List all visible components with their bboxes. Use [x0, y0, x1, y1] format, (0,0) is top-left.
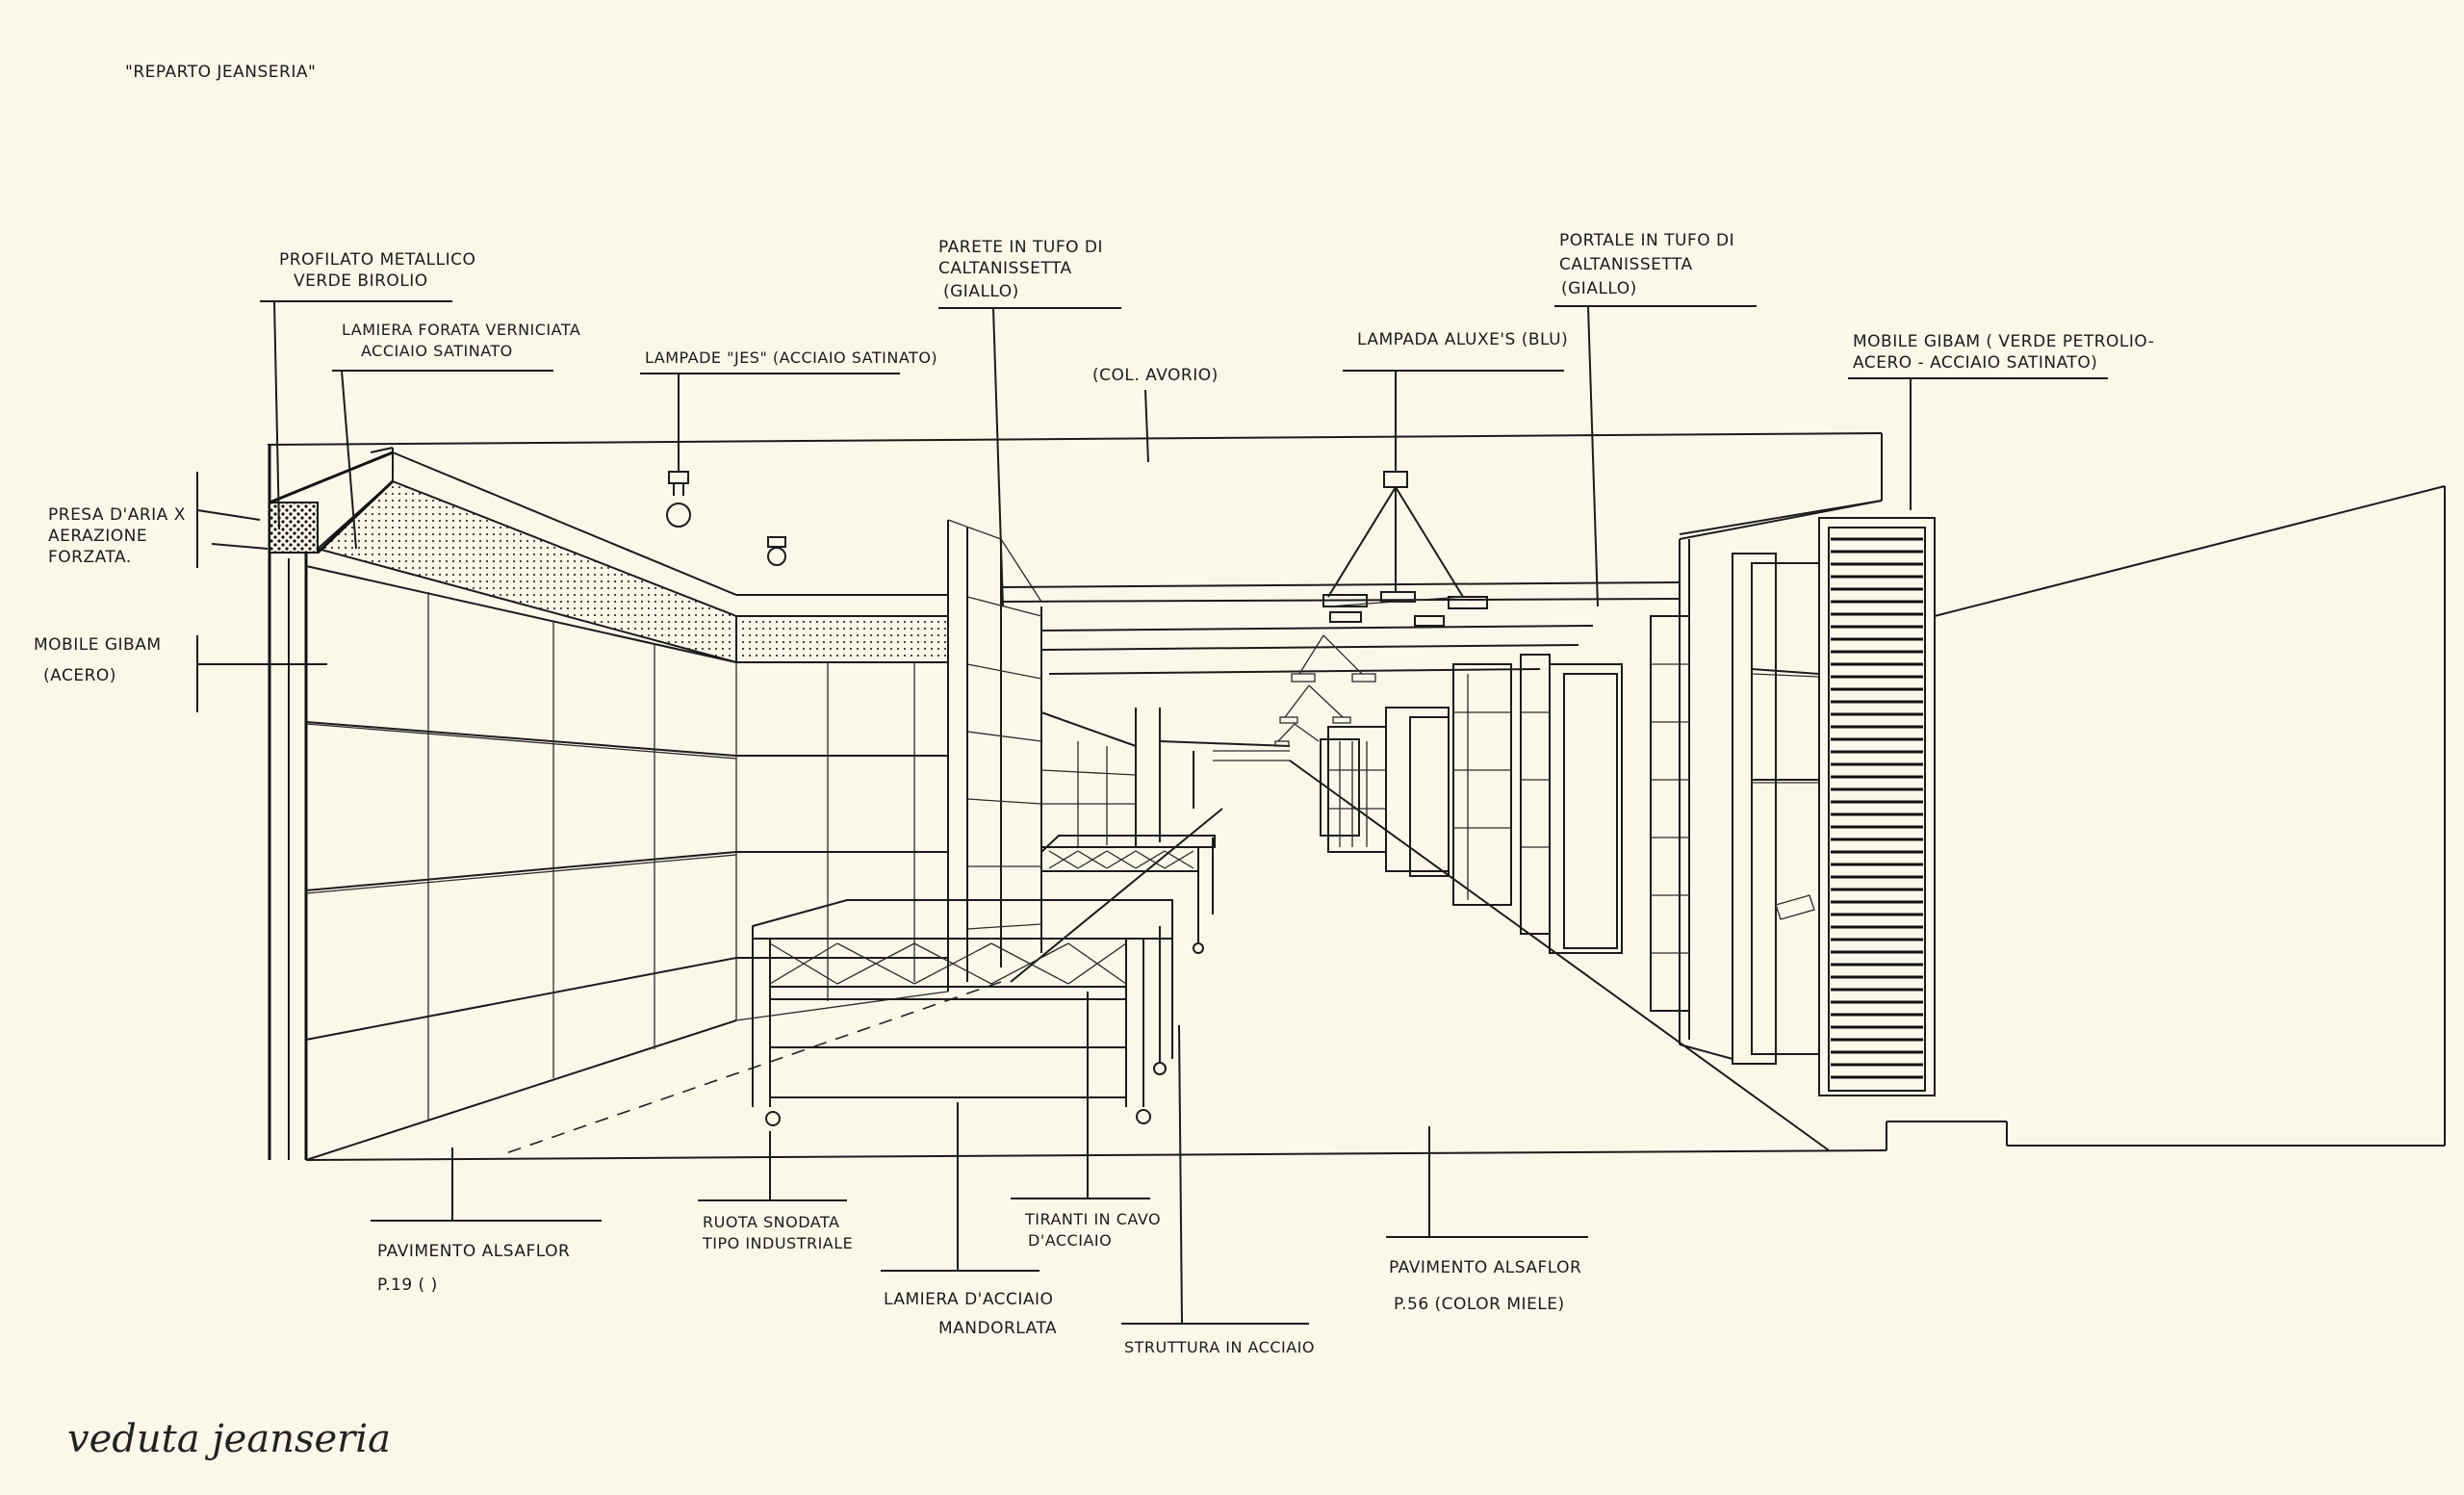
label-profilato-2: VERDE BIROLIO: [294, 271, 428, 291]
display-table-front: [752, 899, 1173, 1126]
label-presa-aria-1: PRESA D'ARIA X: [48, 505, 186, 525]
lamp-aluxes-icon: [1322, 371, 1488, 627]
label-lampada-aluxe: LAMPADA ALUXE'S (BLU): [1357, 330, 1568, 349]
label-pavimento-p19-2: P.19 ( ): [377, 1276, 438, 1295]
drawing-caption: veduta jeanseria: [67, 1417, 391, 1461]
label-mobile-gibam-acero-1: MOBILE GIBAM: [34, 635, 162, 655]
label-portale-tufo-3: (GIALLO): [1561, 279, 1637, 298]
label-pavimento-p56-1: PAVIMENTO ALSAFLOR: [1389, 1258, 1581, 1277]
display-table-back: [1040, 835, 1216, 954]
label-presa-aria-2: AERAZIONE: [48, 527, 147, 546]
label-col-avorio: (COL. AVORIO): [1092, 366, 1219, 385]
label-lamiera-forata-2: ACCIAIO SATINATO: [361, 342, 513, 360]
lamp-jes-small-icon: [767, 536, 786, 566]
label-parete-tufo-2: CALTANISSETTA: [938, 259, 1072, 278]
label-pavimento-p19-1: PAVIMENTO ALSAFLOR: [377, 1242, 570, 1261]
label-struttura: STRUTTURA IN ACCIAIO: [1124, 1338, 1315, 1356]
label-mobile-gibam-verde-2: ACERO - ACCIAIO SATINATO): [1853, 353, 2097, 373]
lamp-aluxes-far-icon: [1274, 634, 1376, 747]
label-tiranti-1: TIRANTI IN CAVO: [1024, 1210, 1161, 1228]
label-mobile-gibam-acero-2: (ACERO): [43, 666, 116, 685]
label-pavimento-p56-2: P.56 (COLOR MIELE): [1394, 1295, 1565, 1314]
label-parete-tufo-3: (GIALLO): [943, 282, 1019, 301]
label-mobile-gibam-verde-1: MOBILE GIBAM ( VERDE PETROLIO-: [1853, 332, 2154, 351]
room-structure: [267, 432, 2446, 1161]
annotation-labels: PROFILATO METALLICO VERDE BIROLIO LAMIER…: [34, 231, 2154, 1356]
louvre-slats: [1831, 537, 1923, 1079]
label-lamiera-mandorlata-2: MANDORLATA: [938, 1319, 1057, 1338]
label-profilato-1: PROFILATO METALLICO: [279, 250, 475, 270]
lamp-jes-icon: [666, 374, 691, 528]
label-lampade-jes: LAMPADE "JES" (ACCIAIO SATINATO): [645, 348, 937, 367]
label-lamiera-forata-1: LAMIERA FORATA VERNICIATA: [342, 321, 580, 339]
label-portale-tufo-1: PORTALE IN TUFO DI: [1559, 231, 1734, 250]
annotation-leaders: [196, 300, 2108, 1325]
label-presa-aria-3: FORZATA.: [48, 548, 132, 567]
label-tiranti-2: D'ACCIAIO: [1028, 1231, 1112, 1250]
label-ruota-1: RUOTA SNODATA: [703, 1213, 839, 1231]
label-lamiera-mandorlata-1: LAMIERA D'ACCIAIO: [884, 1290, 1053, 1309]
label-parete-tufo-1: PARETE IN TUFO DI: [938, 238, 1103, 257]
label-portale-tufo-2: CALTANISSETTA: [1559, 255, 1693, 274]
label-ruota-2: TIPO INDUSTRIALE: [702, 1234, 853, 1252]
drawing-title: "REPARTO JEANSERIA": [125, 63, 316, 82]
